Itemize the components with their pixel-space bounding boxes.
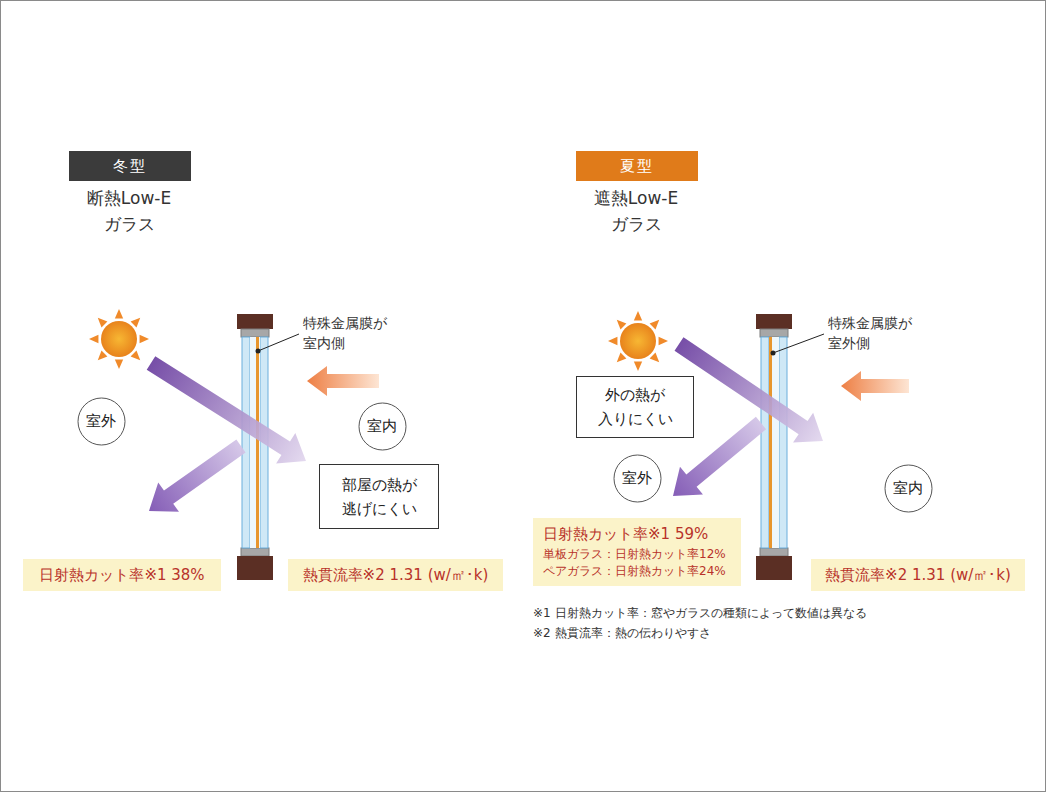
sun-ray <box>650 353 660 363</box>
leader-dot <box>256 349 261 354</box>
film-label: 特殊金属膜が 室内側 <box>303 314 423 353</box>
leader-dot <box>771 351 776 356</box>
film-label: 特殊金属膜が 室外側 <box>828 314 948 353</box>
glass-pane <box>242 337 250 548</box>
circle-shape <box>359 403 406 450</box>
place-circle: 室外 <box>613 454 662 503</box>
sun-icon <box>89 309 149 369</box>
sun-ray <box>650 320 660 330</box>
spacer-bottom <box>760 548 788 556</box>
sun-disc <box>620 323 656 359</box>
sun-ray <box>131 318 141 328</box>
footnote: ※1 日射熱カット率：窓やガラスの種類によって数値は異なる <box>533 605 867 622</box>
sun-ray <box>131 351 141 361</box>
season-tag: 夏型 <box>576 151 698 181</box>
footnote: ※2 熱貫流率：熱の伝わりやすさ <box>533 625 711 642</box>
heat-arrow <box>841 371 909 401</box>
sun-ray <box>140 335 149 343</box>
value-band: 熱貫流率※2 1.31 (w/㎡･k) <box>811 559 1025 591</box>
sun-ray <box>617 320 627 330</box>
reflected-arrow <box>149 439 246 511</box>
air-layer <box>250 337 260 548</box>
frame-top <box>237 314 273 329</box>
spacer-top <box>241 329 269 337</box>
sub-value-text: ペアガラス：日射熱カット率24% <box>543 563 726 580</box>
glass-title: 断熱Low-E ガラス <box>59 185 199 238</box>
value-band: 日射熱カット率※1 59%単板ガラス：日射熱カット率12%ペアガラス：日射熱カッ… <box>533 518 741 586</box>
glass-pane <box>779 337 787 548</box>
metal-film <box>256 337 259 548</box>
place-circle: 室内 <box>358 402 407 451</box>
glass-section <box>756 314 792 580</box>
spacer-top <box>760 329 788 337</box>
node-text: 外の熱が 入りにくい <box>585 383 685 431</box>
metal-film <box>769 337 772 548</box>
node-text: 熱貫流率※2 1.31 (w/㎡･k) <box>825 566 1011 585</box>
sun-ray <box>608 337 617 345</box>
circle-shape <box>885 465 932 512</box>
node-text: 日射熱カット率※1 38% <box>39 566 204 585</box>
frame-bottom <box>756 556 792 580</box>
node-text: 日射熱カット率※1 59% <box>543 523 708 546</box>
sun-ray <box>98 318 108 328</box>
node-text: 冬型 <box>113 157 147 176</box>
sun-ray <box>98 351 108 361</box>
heat-arrow <box>307 366 379 396</box>
sun-ray <box>659 337 668 345</box>
sun-ray <box>634 362 642 371</box>
sun-ray <box>115 309 123 318</box>
callout-box: 外の熱が 入りにくい <box>576 376 694 438</box>
season-tag: 冬型 <box>69 151 191 181</box>
node-text: 夏型 <box>620 157 654 176</box>
node-text: 室内 <box>367 417 397 436</box>
node-text: 室内 <box>893 479 923 498</box>
circle-shape <box>614 455 661 502</box>
node-text: 室外 <box>86 412 116 431</box>
node-text: 熱貫流率※2 1.31 (w/㎡･k) <box>303 566 489 585</box>
sub-value-text: 単板ガラス：日射熱カット率12% <box>543 546 726 563</box>
air-layer <box>769 337 779 548</box>
sun-ray <box>617 353 627 363</box>
node-text: 室外 <box>622 469 652 488</box>
sun-ray <box>89 335 98 343</box>
circle-shape <box>78 398 125 445</box>
value-band: 熱貫流率※2 1.31 (w/㎡･k) <box>288 559 503 591</box>
sun-disc <box>101 321 137 357</box>
place-circle: 室内 <box>884 464 933 513</box>
sun-ray <box>634 311 642 320</box>
callout-box: 部屋の熱が 逃げにくい <box>319 464 439 529</box>
sun-ray <box>115 360 123 369</box>
value-band: 日射熱カット率※1 38% <box>23 559 221 591</box>
leader-line <box>258 334 299 351</box>
leader-line <box>773 334 824 353</box>
spacer-bottom <box>241 548 269 556</box>
sun-icon <box>608 311 668 371</box>
frame-top <box>756 314 792 329</box>
glass-title: 遮熱Low-E ガラス <box>566 185 706 238</box>
glass-section <box>237 314 273 580</box>
place-circle: 室外 <box>77 397 126 446</box>
frame-bottom <box>237 556 273 580</box>
node-text: 部屋の熱が 逃げにくい <box>328 473 430 521</box>
glass-pane <box>761 337 769 548</box>
